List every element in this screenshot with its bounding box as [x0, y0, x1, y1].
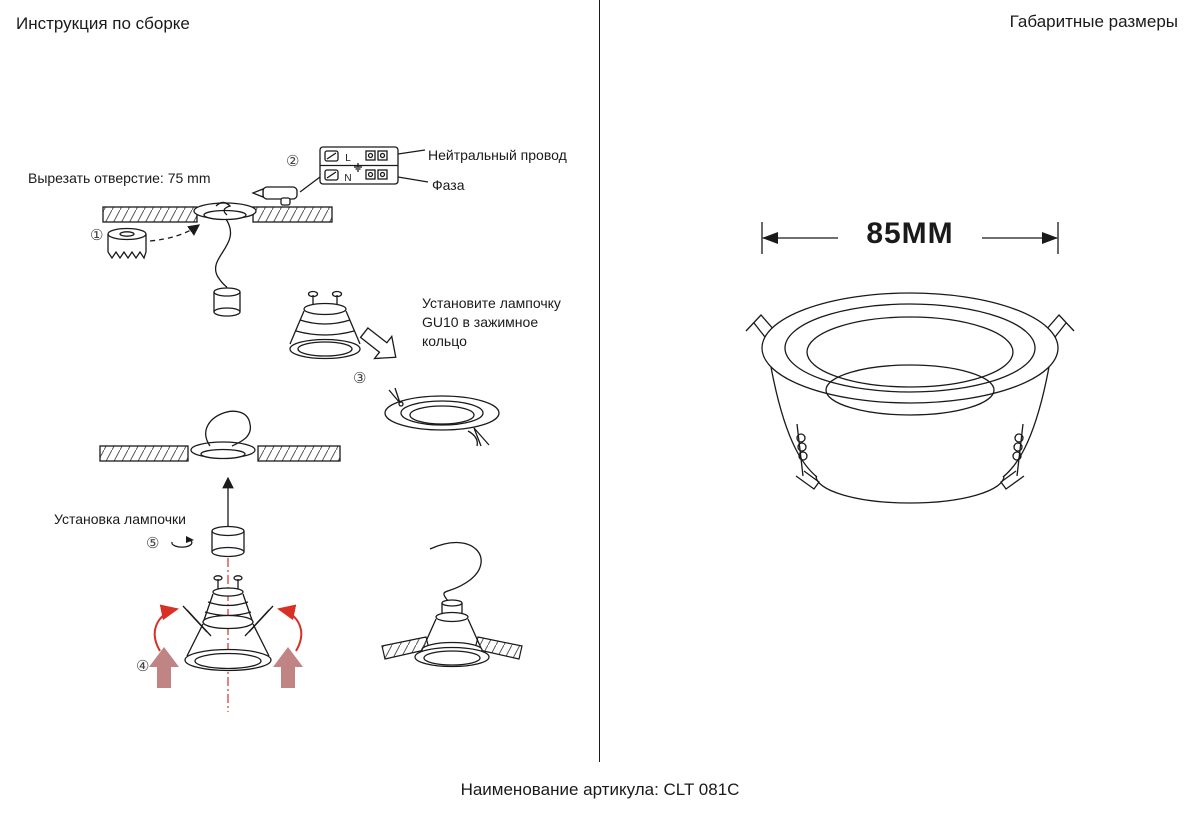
- step-5-marker: ⑤: [146, 535, 160, 552]
- power-cable-2: [205, 410, 251, 447]
- power-cable-1: [215, 218, 232, 290]
- cable-sleeve: [213, 287, 241, 317]
- step-1-marker: ①: [90, 227, 104, 244]
- gu10-bulb-illustration: [289, 290, 361, 360]
- step-4-marker: ④: [136, 658, 150, 675]
- trim-ring-top-view: [193, 201, 257, 221]
- rotate-arrow-left: [153, 604, 179, 652]
- step-2-marker: ②: [286, 153, 300, 170]
- trim-ring-2: [190, 441, 256, 460]
- wire-connector-illustration: L N: [299, 146, 429, 193]
- drill-tool-illustration: [251, 186, 298, 206]
- panel-divider: [599, 0, 600, 762]
- push-up-arrow-right: [273, 647, 303, 688]
- neutral-wire-label: Нейтральный провод: [428, 147, 567, 163]
- right-panel-title: Габаритные размеры: [1009, 12, 1178, 31]
- phase-label: Фаза: [432, 177, 465, 193]
- diameter-dimension-label: 85MM: [866, 217, 954, 250]
- assembly-diagram: L N: [99, 146, 523, 712]
- install-lamp-label: Установка лампочки: [54, 511, 186, 527]
- cut-hole-label: Вырезать отверстие: 75 mm: [28, 170, 211, 186]
- step-3-marker: ③: [353, 370, 367, 387]
- terminal-l-label: L: [345, 153, 351, 164]
- terminal-n-label: N: [344, 173, 351, 184]
- rotate-arrow-right: [277, 604, 303, 652]
- lamp-sleeve-illustration: [211, 525, 245, 558]
- ceiling-cross-section-1: [102, 206, 333, 223]
- ceiling-cross-section-2: [99, 445, 341, 462]
- lamp-assembly-illustration: [182, 575, 274, 672]
- hole-saw-illustration: [107, 227, 147, 260]
- hole-saw-pointer-arrow: [149, 224, 201, 242]
- dimension-85mm: [761, 222, 1059, 254]
- downlight-drawing: [745, 292, 1075, 504]
- clamp-ring-illustration: [384, 387, 500, 447]
- left-panel-title: Инструкция по сборке: [16, 14, 190, 33]
- ground-symbol-icon: [354, 163, 362, 172]
- insert-arrow-icon: [359, 327, 397, 360]
- push-up-arrow-left: [149, 647, 179, 688]
- installed-fixture-illustration: [381, 542, 523, 668]
- rotate-icon: [171, 536, 194, 548]
- install-bulb-label: Установите лампочку GU10 в зажимное коль…: [422, 295, 561, 349]
- dimension-diagram: [745, 222, 1075, 504]
- article-name: Наименование артикула: CLT 081C: [460, 780, 740, 799]
